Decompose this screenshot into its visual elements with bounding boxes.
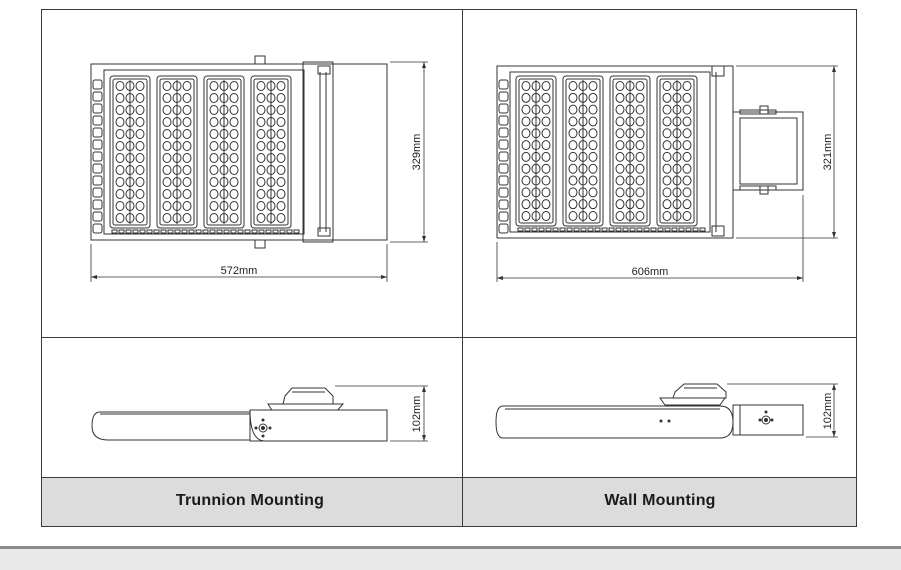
led-module (515, 75, 557, 227)
drawing-frame (41, 9, 857, 527)
dimension-lines (90, 61, 838, 442)
drawing-grid (41, 9, 857, 527)
wall-width-label: 606mm (632, 266, 669, 278)
mounting-drawing: 572mm 329mm 606mm 321mm 102mm 102mm (41, 9, 857, 527)
trunnion-height-label: 102mm (411, 396, 423, 433)
led-modules (109, 75, 698, 229)
wall-top-view (496, 65, 804, 239)
dimension-arrows (91, 62, 836, 441)
bottom-rule (0, 546, 901, 549)
heat-sink-fins (498, 79, 509, 234)
trunnion-side-view (91, 387, 388, 442)
heat-sink-fins-bottom (517, 227, 706, 232)
led-module (156, 75, 198, 229)
led-module (656, 75, 698, 227)
led-module (250, 75, 292, 229)
led-module (562, 75, 604, 227)
trunnion-depth-label: 329mm (411, 134, 423, 171)
wall-side-view (495, 383, 804, 439)
heat-sink-fins-bottom (111, 229, 300, 234)
trunnion-width-label: 572mm (221, 265, 258, 277)
trunnion-top-view (90, 55, 388, 249)
caption-band (42, 478, 856, 526)
bottom-band (0, 549, 901, 570)
led-module (609, 75, 651, 227)
wall-depth-label: 321mm (822, 134, 834, 171)
led-module (203, 75, 245, 229)
wall-height-label: 102mm (822, 393, 834, 430)
led-module (109, 75, 151, 229)
wall-caption: Wall Mounting (604, 492, 716, 509)
heat-sink-fins (92, 79, 103, 234)
trunnion-caption: Trunnion Mounting (175, 492, 325, 509)
